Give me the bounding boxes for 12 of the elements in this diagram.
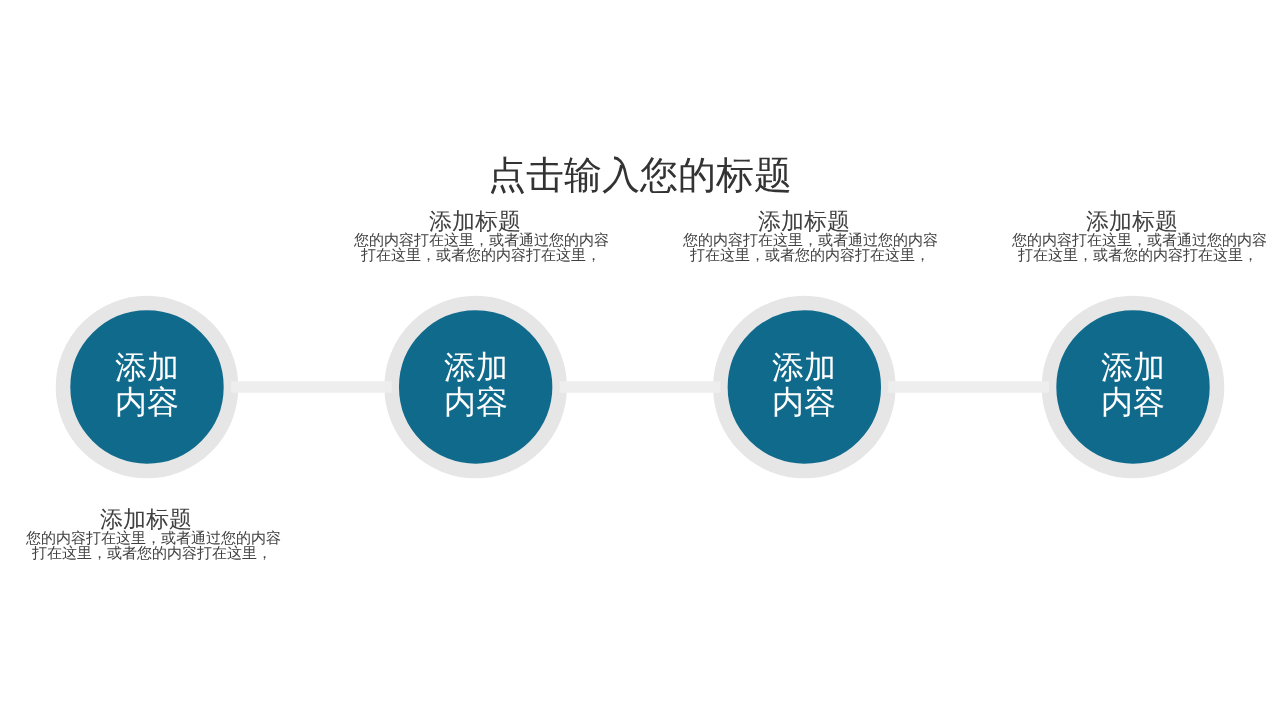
connector <box>888 381 1049 393</box>
node-label: 您的内容打在这里，或者通过您的内容打在这里，或者您的内容打在这里， <box>354 231 610 263</box>
node-circle: 添加内容 <box>55 295 239 479</box>
node-label: 您的内容打在这里，或者通过您的内容打在这里，或者您的内容打在这里， <box>683 231 939 263</box>
diagram-title: 点击输入您的标题 <box>488 153 792 198</box>
connector <box>231 381 392 393</box>
node-circle: 添加内容 <box>384 295 567 479</box>
node-label: 您的内容打在这里，或者通过您的内容打在这里，或者您的内容打在这里， <box>25 529 281 561</box>
node-circle: 添加内容 <box>1041 295 1225 479</box>
node-label: 您的内容打在这里，或者通过您的内容打在这里，或者您的内容打在这里， <box>1011 231 1267 263</box>
node-circle: 添加内容 <box>713 295 896 479</box>
connector <box>559 381 721 393</box>
